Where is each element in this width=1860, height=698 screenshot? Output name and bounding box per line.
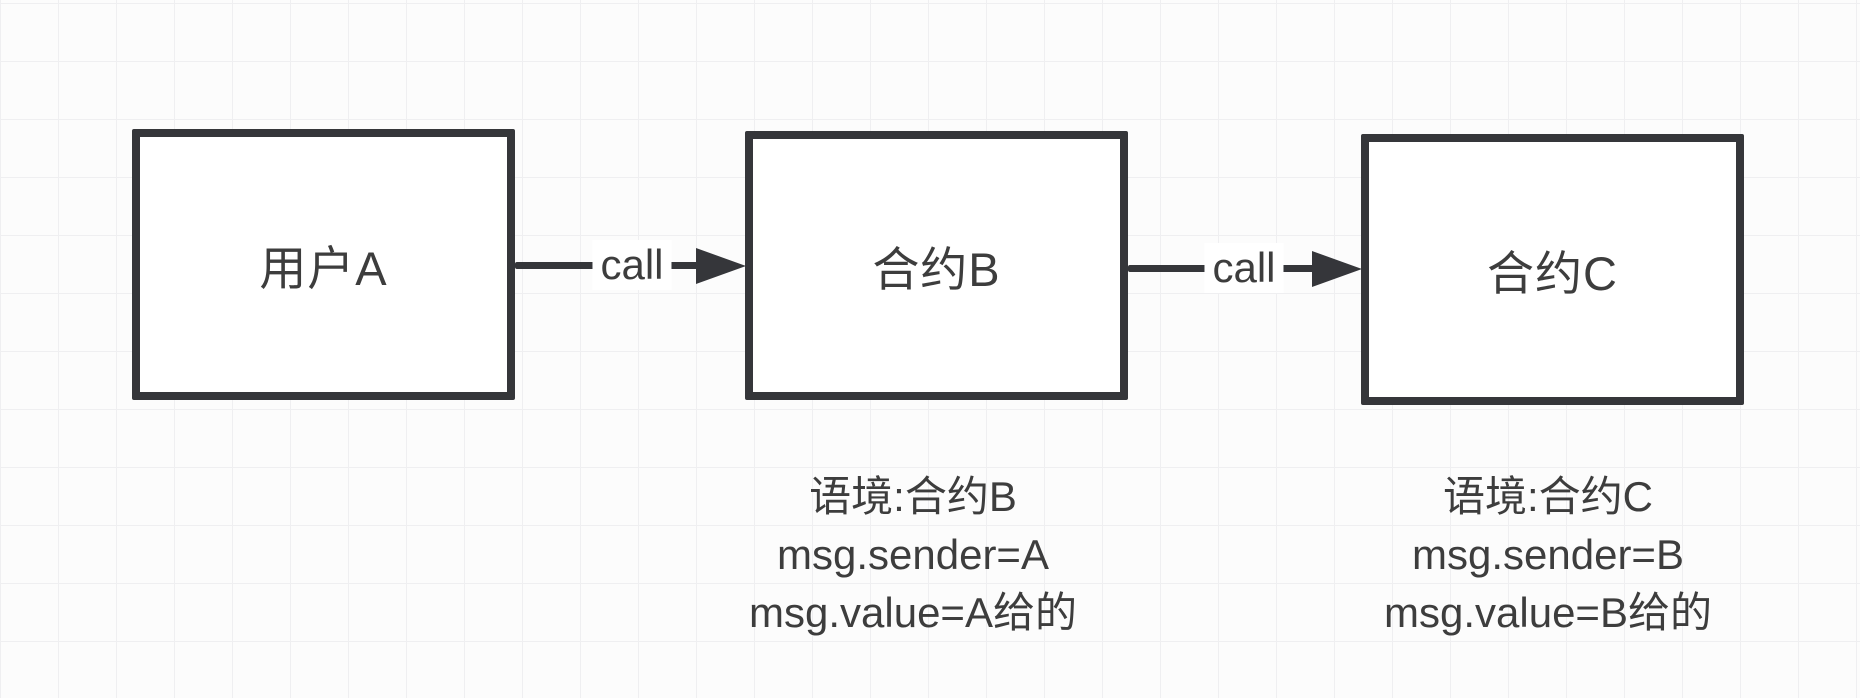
- node-contract-c-label: 合约C: [1487, 247, 1618, 300]
- annotation-line: msg.sender=B: [1412, 531, 1684, 578]
- edge-b-to-c-label[interactable]: call: [1204, 243, 1284, 293]
- annotation-line: msg.sender=A: [777, 531, 1049, 578]
- annotation-contract-b[interactable]: 语境:合约B msg.sender=A msg.value=A给的: [749, 468, 1077, 642]
- node-contract-b-label: 合约B: [872, 243, 1001, 296]
- node-user-a[interactable]: 用户A: [132, 129, 515, 400]
- annotation-line: 语境:合约B: [809, 473, 1017, 520]
- node-user-a-label: 用户A: [259, 242, 388, 295]
- annotation-line: 语境:合约C: [1442, 473, 1653, 520]
- node-contract-b[interactable]: 合约B: [745, 131, 1128, 400]
- edge-a-to-b-label[interactable]: call: [592, 240, 672, 290]
- annotation-line: msg.value=A给的: [749, 589, 1077, 636]
- annotation-contract-c[interactable]: 语境:合约C msg.sender=B msg.value=B给的: [1384, 468, 1712, 642]
- node-contract-c[interactable]: 合约C: [1361, 134, 1744, 405]
- annotation-line: msg.value=B给的: [1384, 589, 1712, 636]
- arrowhead-icon: [1312, 251, 1362, 287]
- arrowhead-icon: [696, 248, 746, 284]
